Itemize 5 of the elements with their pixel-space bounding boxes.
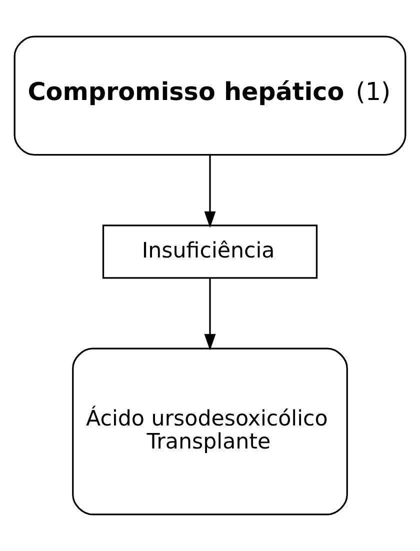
node-box: Compromisso hepático (1)	[14, 36, 406, 156]
arrow	[204, 278, 216, 350]
arrow	[204, 155, 216, 228]
node-box: Insuficiência	[102, 224, 318, 279]
node-box: Ácido ursodesoxicólico Transplante	[72, 348, 348, 516]
